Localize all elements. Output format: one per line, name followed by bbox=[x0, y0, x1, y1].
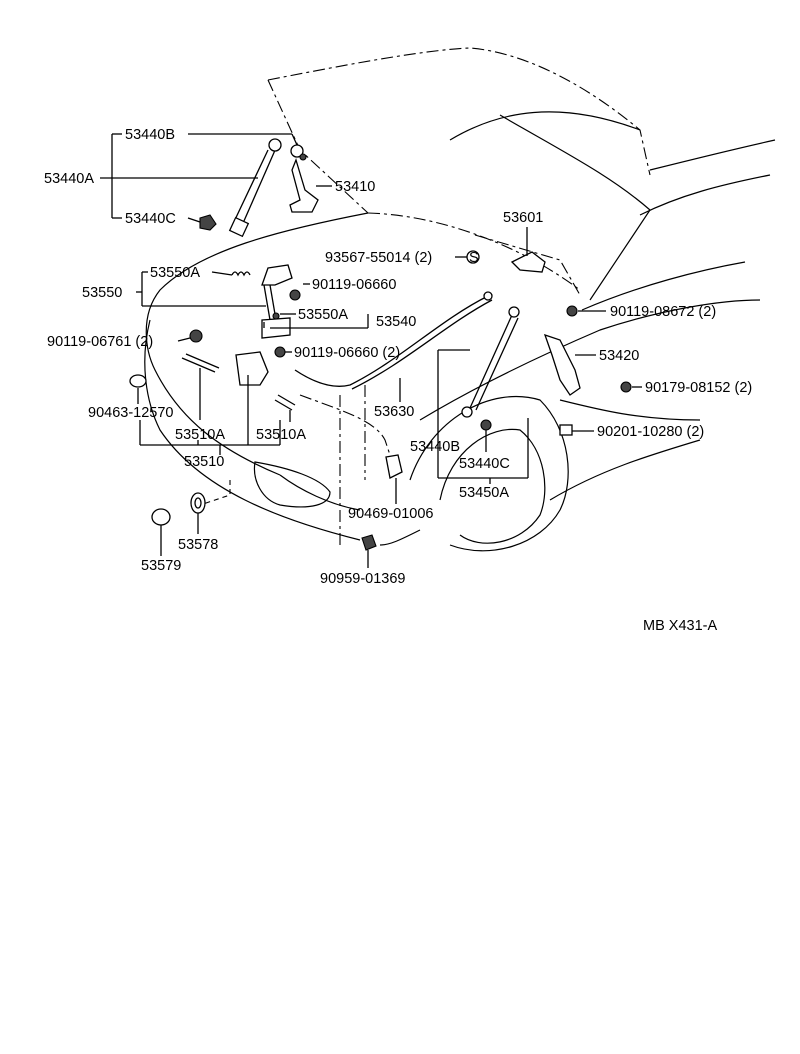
vehicle-body-outline bbox=[144, 47, 776, 552]
label-90119-06660-2: 90119-06660 (2) bbox=[294, 345, 400, 361]
label-53440A: 53440A bbox=[44, 171, 94, 187]
label-90179-08152: 90179-08152 (2) bbox=[645, 380, 752, 396]
label-53440B-lower: 53440B bbox=[410, 439, 460, 455]
label-90469-01006: 90469-01006 bbox=[348, 506, 433, 522]
label-53601: 53601 bbox=[503, 210, 543, 226]
label-53550: 53550 bbox=[82, 285, 122, 301]
label-53540: 53540 bbox=[376, 314, 416, 330]
label-53440C-lower: 53440C bbox=[459, 456, 510, 472]
label-90959-01369: 90959-01369 bbox=[320, 571, 405, 587]
label-53450A: 53450A bbox=[459, 485, 509, 501]
label-53510A-left: 53510A bbox=[175, 427, 225, 443]
label-93567-55014: 93567-55014 (2) bbox=[325, 250, 432, 266]
part-labels: 53440B 53440A 53440C 53410 53601 93567-5… bbox=[44, 127, 752, 634]
label-53410: 53410 bbox=[335, 179, 375, 195]
label-53440C: 53440C bbox=[125, 211, 176, 227]
label-90201-10280: 90201-10280 (2) bbox=[597, 424, 704, 440]
label-53550A-top: 53550A bbox=[150, 265, 200, 281]
label-53510: 53510 bbox=[184, 454, 224, 470]
label-90119-08672: 90119-08672 (2) bbox=[610, 304, 716, 320]
s-symbol: S bbox=[469, 250, 479, 266]
label-53510A-right: 53510A bbox=[256, 427, 306, 443]
label-53578: 53578 bbox=[178, 537, 218, 553]
label-90463-12570: 90463-12570 bbox=[88, 405, 173, 421]
reference-code: MB X431-A bbox=[643, 618, 717, 634]
label-53420: 53420 bbox=[599, 348, 639, 364]
label-53550A-mid: 53550A bbox=[298, 307, 348, 323]
leader-lines bbox=[100, 133, 642, 568]
parts-drawings: S bbox=[129, 138, 632, 551]
label-53440B: 53440B bbox=[125, 127, 175, 143]
label-53630: 53630 bbox=[374, 404, 414, 420]
label-90119-06660: 90119-06660 bbox=[312, 277, 396, 293]
label-90119-06761: 90119-06761 (2) bbox=[47, 334, 153, 350]
label-53579: 53579 bbox=[141, 558, 181, 574]
